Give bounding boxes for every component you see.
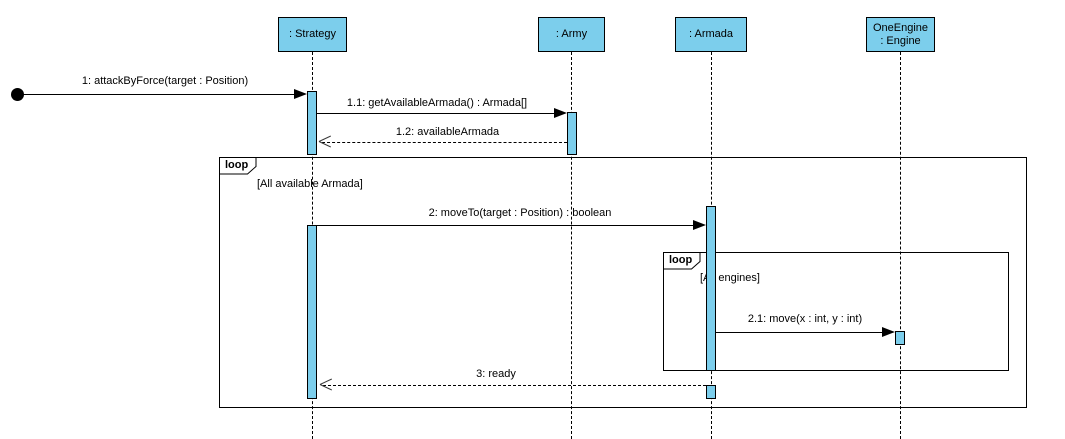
participant-label: : Strategy bbox=[288, 28, 337, 40]
activation-armada-2 bbox=[706, 385, 716, 399]
participant-label: OneEngine bbox=[872, 21, 929, 34]
message-1.1-line bbox=[317, 113, 555, 114]
loop-operator-label: loop bbox=[225, 159, 249, 171]
loop-operator-tab bbox=[663, 252, 701, 270]
activation-strategy-1 bbox=[307, 91, 317, 155]
participant-sublabel: : Engine bbox=[880, 34, 921, 47]
loop-operator-tab bbox=[219, 157, 257, 175]
message-2-arrowhead-icon bbox=[693, 220, 706, 230]
participant-oneengine: OneEngine : Engine bbox=[866, 17, 935, 52]
activation-armada-1 bbox=[706, 206, 716, 371]
message-2-line bbox=[317, 225, 695, 226]
message-1.2-line bbox=[322, 142, 567, 143]
lifeline-oneengine bbox=[900, 52, 901, 439]
participant-strategy: : Strategy bbox=[278, 17, 347, 52]
lifeline-army bbox=[571, 52, 572, 439]
message-2.1-line bbox=[716, 332, 884, 333]
message-2.1-label: 2.1: move(x : int, y : int) bbox=[747, 313, 863, 325]
message-2-label: 2: moveTo(target : Position) : boolean bbox=[428, 207, 612, 219]
message-1.2-label: 1.2: availableArmada bbox=[395, 126, 500, 138]
message-1-arrowhead-icon bbox=[294, 89, 307, 99]
message-1.1-arrowhead-icon bbox=[554, 108, 567, 118]
message-1-label: 1: attackByForce(target : Position) bbox=[81, 75, 249, 87]
activation-oneengine bbox=[895, 331, 905, 345]
participant-army: : Army bbox=[538, 17, 605, 52]
message-2.1-arrowhead-icon bbox=[882, 327, 895, 337]
loop-guard: [All available Armada] bbox=[257, 178, 363, 190]
participant-label: : Armada bbox=[688, 28, 734, 40]
start-node-circle bbox=[11, 88, 24, 101]
activation-army bbox=[567, 112, 577, 155]
loop-operator-label: loop bbox=[669, 254, 693, 266]
message-3-line bbox=[323, 385, 706, 386]
participant-label: : Army bbox=[555, 28, 588, 40]
participant-armada: : Armada bbox=[675, 17, 747, 52]
message-3-label: 3: ready bbox=[476, 368, 516, 380]
message-1-line bbox=[18, 94, 296, 95]
loop-fragment-outer: loop [All available Armada] bbox=[219, 157, 1027, 408]
message-1.1-label: 1.1: getAvailableArmada() : Armada[] bbox=[346, 97, 528, 109]
activation-strategy-2 bbox=[307, 225, 317, 399]
